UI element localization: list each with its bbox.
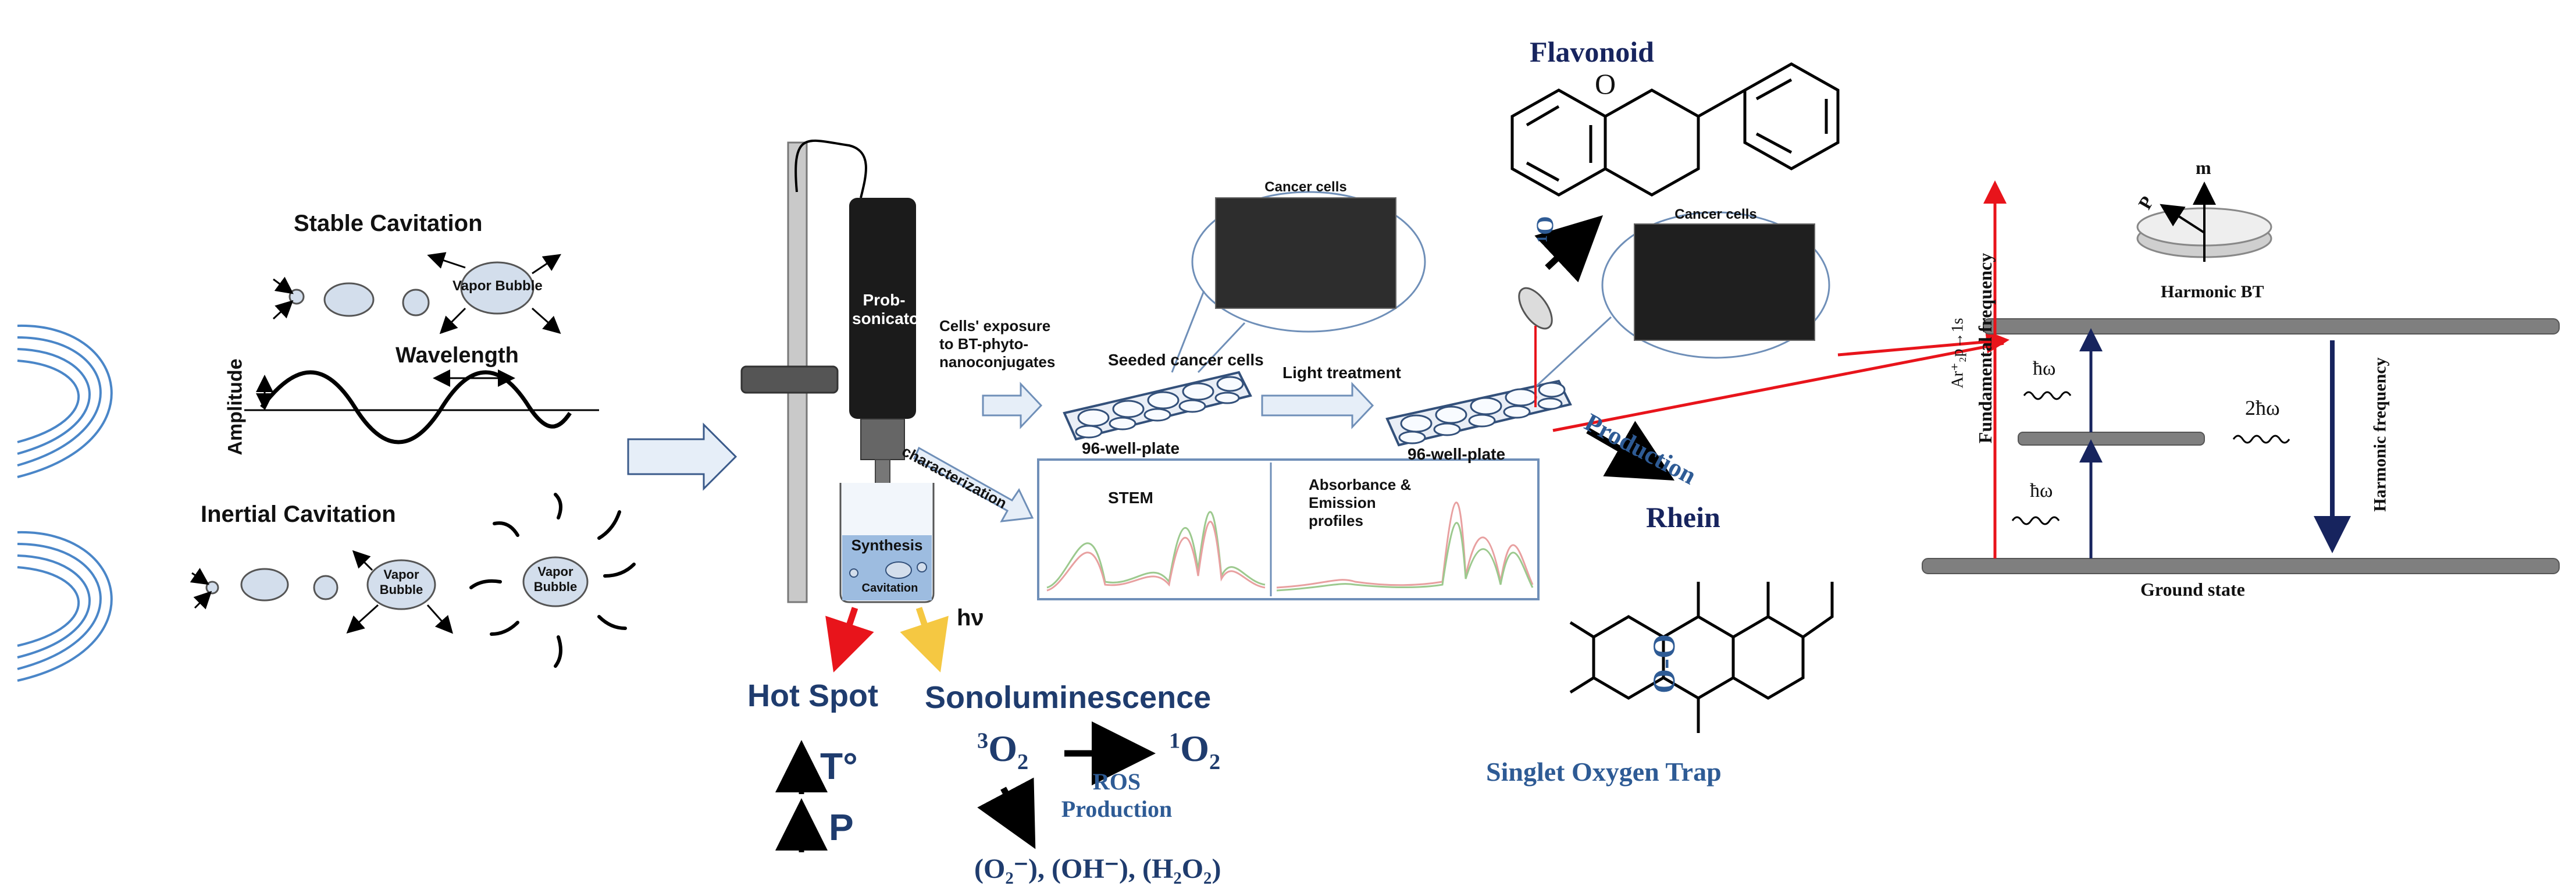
stem-traces — [1046, 511, 1266, 592]
o2-label: 3O2 — [977, 728, 1029, 774]
singlet-o2-label: 1O2 — [1169, 728, 1221, 774]
collapse-squiggles — [469, 493, 636, 668]
rhein-structure — [1569, 582, 1834, 733]
absorbance-label: Absorbance & Emission profiles — [1309, 476, 1412, 530]
o2-to-ros-arrow — [977, 777, 1036, 849]
vapor-bubble-label-stable: Vapor Bubble — [453, 278, 543, 294]
sonicator-neck — [860, 418, 905, 460]
synthesis-label: Synthesis — [851, 536, 923, 554]
harmonic-frequency-label: Harmonic frequency — [2370, 357, 2390, 512]
zoom-line-2a — [1534, 316, 1612, 388]
singlet-o-arrow — [1534, 215, 1604, 283]
production-arrow — [1586, 421, 1675, 481]
ground-level-bar — [1922, 558, 2560, 574]
cancer-cells-zoom-2 — [1601, 211, 1830, 359]
ros-species-label: (O₂⁻), (OH⁻), (H₂O₂) — [974, 853, 1221, 884]
stable-bubble-arrows — [272, 252, 561, 335]
ultrasound-wave-arcs-top — [17, 324, 113, 478]
hollow-arrow-main — [627, 422, 737, 491]
two-hw-label: 2ħω — [2245, 396, 2280, 419]
wave-curve — [260, 370, 572, 444]
well-plate-1 — [1063, 371, 1252, 441]
clamp-bar — [740, 365, 839, 394]
vapor-bubble-label-inertial-1: Vapor Bubble — [379, 567, 423, 597]
m-label: m — [2196, 157, 2211, 178]
stable-cavitation-title: Stable Cavitation — [294, 211, 483, 236]
harmonic-bt-label: Harmonic BT — [2161, 282, 2264, 301]
hot-spot-label: Hot Spot — [747, 678, 878, 713]
laser-arrow-head — [1837, 330, 2010, 357]
ultrasound-wave-arcs-bottom — [17, 531, 113, 682]
cancer-cells-label-2: Cancer cells — [1674, 207, 1757, 222]
zoom-line-1b — [1197, 322, 1246, 373]
stem-label: STEM — [1108, 489, 1153, 507]
hw-label-2: ħω — [2030, 480, 2053, 501]
amplitude-label: Amplitude — [224, 358, 247, 456]
fundamental-frequency-label: Fundamental frequency — [1975, 252, 1996, 444]
beaker-bubbles — [849, 561, 927, 579]
plate-label-1: 96-well-plate — [1082, 439, 1180, 457]
well-plate-2 — [1385, 379, 1572, 447]
temp-label: T° — [820, 745, 858, 787]
flavonoid-o-label: O — [1595, 67, 1616, 100]
excited-level-bar — [1983, 318, 2560, 335]
photon-squiggles — [2011, 391, 2290, 525]
inertial-cavitation-title: Inertial Cavitation — [201, 501, 396, 527]
hollow-arrow-exposure — [982, 382, 1043, 429]
exposure-label: Cells' exposure to BT-phyto-nanoconjugat… — [939, 317, 1056, 371]
cancer-cells-label-1: Cancer cells — [1264, 179, 1347, 195]
sonoluminescence-arrow — [900, 607, 949, 673]
zoom-line-1a — [1171, 290, 1205, 373]
inertial-bubble-arrows — [190, 550, 453, 634]
plate-label-2: 96-well-plate — [1408, 445, 1506, 463]
o-o-label: O-O — [1647, 634, 1681, 693]
laser-to-harmonic — [1552, 341, 2004, 432]
vapor-bubble-label-inertial-2: Vapor Bubble — [533, 564, 578, 594]
ground-state-label: Ground state — [2140, 579, 2245, 600]
ros-production-label: ROS Production — [1061, 769, 1173, 822]
hw-label-1: ħω — [2033, 358, 2056, 379]
cancer-cells-image-1 — [1215, 197, 1396, 309]
absorbance-traces — [1276, 501, 1534, 592]
light-source — [1518, 287, 1553, 330]
cancer-cells-zoom-1 — [1191, 191, 1426, 333]
sonicator-body — [849, 198, 916, 419]
flavonoid-structure — [1510, 62, 1840, 197]
inertial-bubbles — [205, 556, 589, 610]
flavonoid-label: Flavonoid — [1530, 35, 1654, 68]
singlet-trap-label: Singlet Oxygen Trap — [1486, 757, 1722, 787]
spectra-panel — [1037, 458, 1540, 600]
singlet-o-label: ¹O — [1532, 216, 1559, 243]
seeded-cells-label: Seeded cancer cells — [1108, 351, 1264, 369]
hv-label: hν — [957, 605, 984, 631]
rhein-label: Rhein — [1646, 501, 1720, 533]
virtual-level-bar — [2018, 432, 2205, 446]
hollow-arrow-light — [1261, 382, 1374, 429]
cancer-cells-image-2 — [1634, 223, 1815, 341]
transition-label: Ar⁺₂p→1s — [1948, 318, 1967, 389]
pressure-label: P — [829, 806, 854, 848]
sonicator-label: Prob-sonicator — [852, 291, 926, 328]
sonoluminescence-label: Sonoluminescence — [925, 680, 1212, 715]
cable — [794, 139, 867, 198]
light-treatment-label: Light treatment — [1282, 364, 1401, 382]
cavitation-label: Cavitation — [861, 582, 918, 595]
wavelength-label: Wavelength — [396, 343, 519, 368]
stable-bubbles — [288, 261, 535, 317]
hot-spot-arrow — [825, 607, 874, 673]
hollow-arrow-characterization — [913, 446, 1034, 522]
harmonic-bt-disc — [2136, 182, 2272, 262]
